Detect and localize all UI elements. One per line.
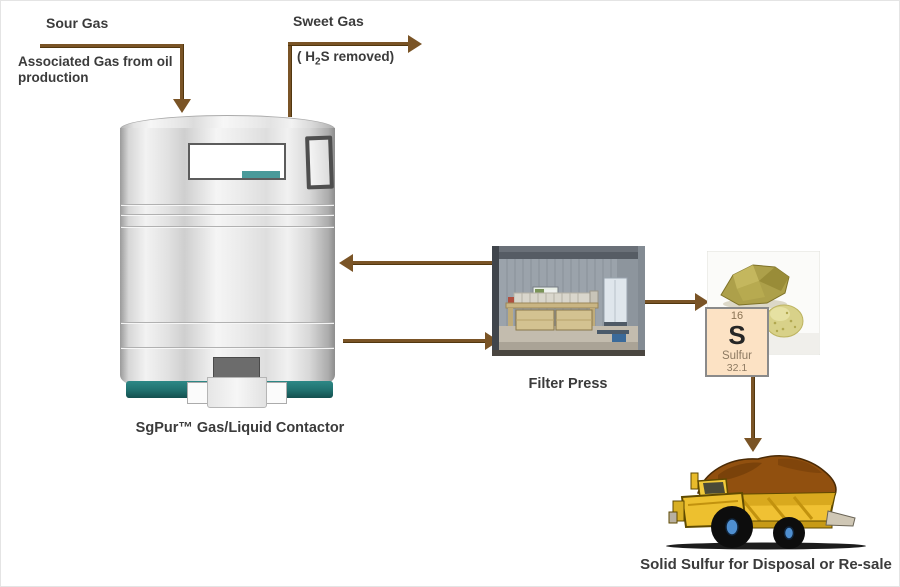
- h2s-prefix: ( H: [297, 49, 315, 64]
- sulfur-to-truck-arrow-line: [751, 377, 755, 439]
- filter-to-tank-arrowhead-icon: [339, 254, 353, 272]
- filter-press-photo: [492, 246, 645, 356]
- h2s-subscript: 2: [315, 56, 321, 68]
- sweet-gas-label: Sweet Gas: [293, 13, 364, 29]
- tank-foot-right: [266, 382, 287, 404]
- truck-caption: Solid Sulfur for Disposal or Re-sale: [640, 556, 892, 573]
- dump-truck-illustration: [666, 455, 866, 550]
- tank-side-vent: [305, 135, 334, 190]
- sweet-gas-arrowhead-icon: [408, 35, 422, 53]
- tank-foot-left: [187, 382, 208, 404]
- h2s-suffix: S removed): [320, 49, 395, 64]
- filter-to-sulfur-arrow-line: [645, 300, 697, 304]
- tank-label-window: [188, 143, 286, 180]
- sulfur-to-truck-arrowhead-icon: [744, 438, 762, 452]
- sulfur-name: Sulfur: [721, 349, 753, 362]
- sulfur-symbol: S: [728, 320, 746, 351]
- sulfur-atomic-number: 16: [730, 310, 744, 323]
- sour-gas-arrowhead-icon: [173, 99, 191, 113]
- sour-gas-arrow-line-v: [180, 44, 184, 100]
- sulfur-element-tile: 16 S Sulfur 32.1: [705, 307, 769, 377]
- tank-to-filter-arrow-line: [343, 339, 486, 343]
- filter-to-tank-arrow-line: [352, 261, 492, 265]
- filter-to-sulfur-arrowhead-icon: [695, 293, 709, 311]
- filter-press-caption: Filter Press: [528, 376, 608, 392]
- tank-seam: [121, 322, 334, 324]
- tank-seam: [121, 347, 334, 349]
- tank-seam: [121, 204, 334, 206]
- tank-seam: [121, 226, 334, 228]
- associated-gas-label: Associated Gas from oil production: [18, 54, 173, 86]
- contactor-caption: SgPur™ Gas/Liquid Contactor: [135, 420, 345, 436]
- tank-bottom-chute: [207, 377, 267, 408]
- tank-outlet-hatch: [213, 357, 260, 378]
- tank-seam: [121, 214, 334, 216]
- sweet-gas-arrow-line-h: [288, 42, 409, 46]
- sour-gas-label: Sour Gas: [46, 15, 109, 31]
- sweet-gas-arrow-line-v: [288, 42, 292, 117]
- sour-gas-arrow-line-h: [40, 44, 184, 48]
- tank-window-teal-bar: [242, 171, 280, 178]
- h2s-removed-label: ( H2S removed): [297, 49, 394, 69]
- sulfur-atomic-mass: 32.1: [726, 361, 748, 374]
